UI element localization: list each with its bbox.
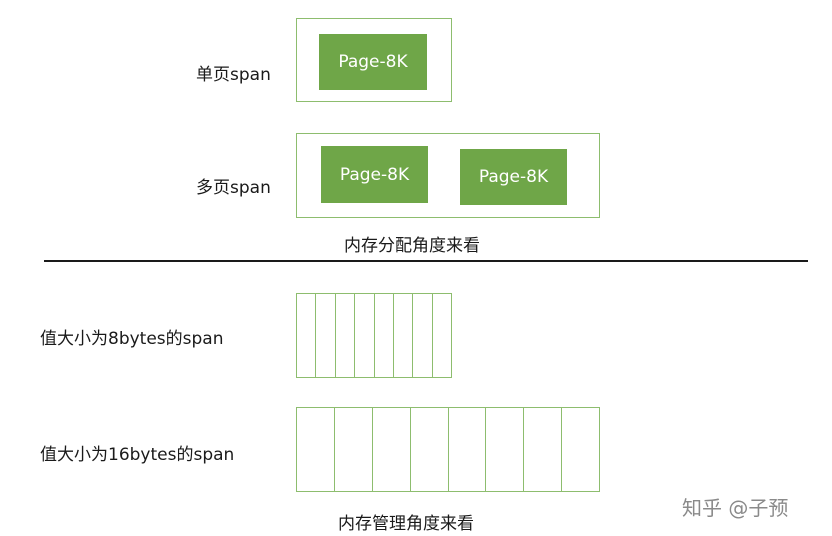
object-slot	[449, 408, 487, 491]
object-slot	[335, 408, 373, 491]
object-slot	[413, 294, 433, 377]
section-divider	[44, 260, 808, 262]
object-slot	[375, 294, 394, 377]
object-slot	[433, 294, 451, 377]
page-block: Page-8K	[321, 146, 428, 203]
watermark: 知乎 @子预	[682, 496, 789, 520]
single-page-span-box: Page-8K	[296, 18, 452, 102]
span-16bytes-cells	[296, 407, 600, 492]
single-page-span-label: 单页span	[196, 65, 271, 85]
object-slot	[486, 408, 525, 491]
allocation-view-caption: 内存分配角度来看	[344, 236, 480, 256]
multi-page-span-label: 多页span	[196, 178, 271, 198]
object-slot	[394, 294, 414, 377]
object-slot	[411, 408, 449, 491]
span-8bytes-label: 值大小为8bytes的span	[40, 329, 224, 349]
page-block: Page-8K	[460, 149, 567, 205]
object-slot	[316, 294, 336, 377]
object-slot	[373, 408, 411, 491]
object-slot	[562, 408, 599, 491]
page-block: Page-8K	[319, 34, 427, 90]
multi-page-span-box: Page-8K Page-8K	[296, 133, 600, 218]
object-slot	[297, 408, 335, 491]
object-slot	[297, 294, 317, 377]
management-view-caption: 内存管理角度来看	[338, 514, 474, 534]
object-slot	[355, 294, 375, 377]
object-slot	[524, 408, 563, 491]
span-8bytes-cells	[296, 293, 452, 378]
object-slot	[336, 294, 356, 377]
span-16bytes-label: 值大小为16bytes的span	[40, 445, 235, 465]
